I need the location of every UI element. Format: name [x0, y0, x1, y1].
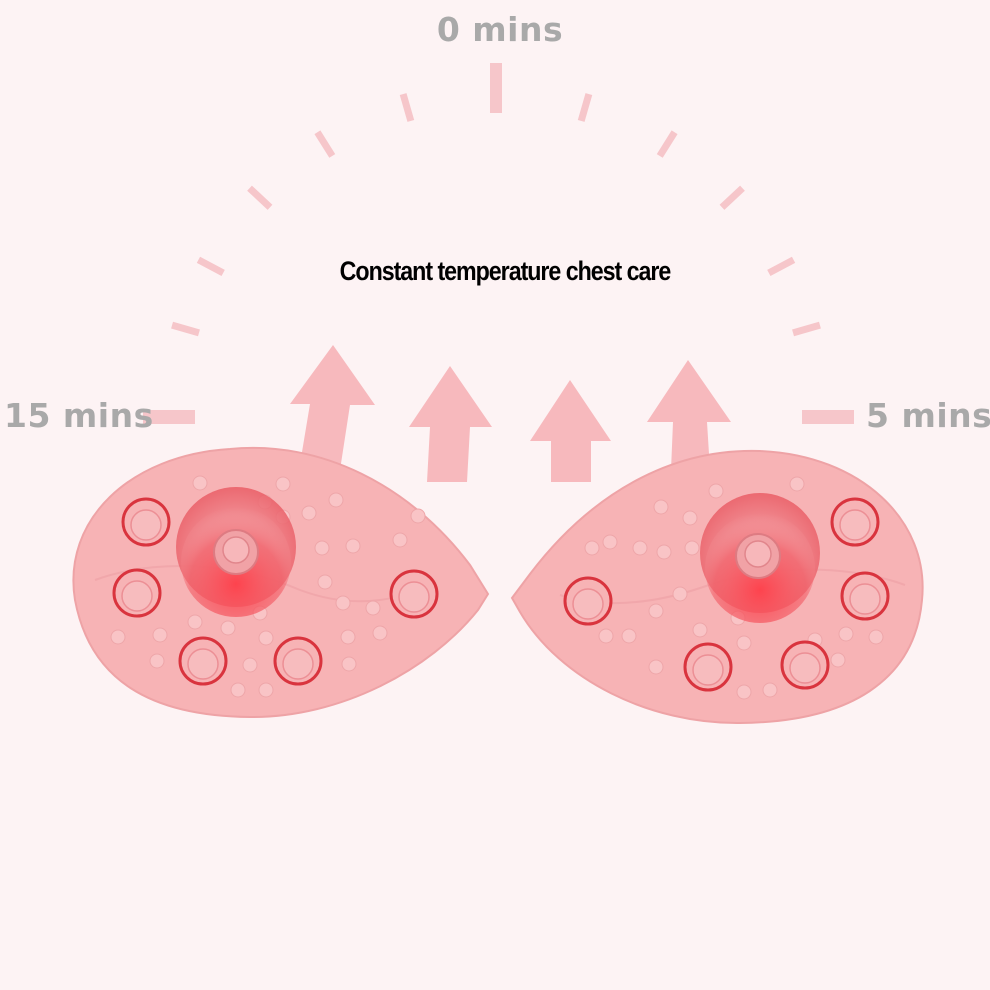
- timer-label-0-mins: 0 mins: [436, 10, 564, 49]
- dial-tick: [577, 93, 593, 122]
- texture-dot: [672, 586, 688, 602]
- texture-dot: [762, 682, 778, 698]
- texture-dot: [365, 600, 381, 616]
- dial-tick: [792, 321, 821, 337]
- heat-arrow-icon: [530, 380, 611, 482]
- texture-dot: [838, 626, 854, 642]
- dial-tick: [247, 185, 273, 210]
- texture-dot: [192, 475, 208, 491]
- texture-dot: [242, 657, 258, 673]
- dial-tick: [767, 256, 796, 277]
- texture-dot: [149, 653, 165, 669]
- texture-dot: [584, 540, 600, 556]
- texture-dot: [736, 684, 752, 700]
- heat-arrows: [290, 345, 731, 482]
- dial-tick: [314, 130, 336, 158]
- dial-tick: [802, 410, 854, 424]
- texture-dot: [314, 540, 330, 556]
- texture-dot: [621, 628, 637, 644]
- texture-dot: [653, 499, 669, 515]
- timer-label-15-mins: 15 mins: [4, 396, 154, 435]
- heat-arrow-icon: [290, 345, 375, 470]
- dial-tick: [719, 185, 745, 210]
- texture-dot: [736, 635, 752, 651]
- texture-dot: [684, 540, 700, 556]
- texture-dot: [230, 682, 246, 698]
- texture-dot: [340, 629, 356, 645]
- headline: Constant temperature chest care: [339, 256, 672, 286]
- texture-dot: [372, 625, 388, 641]
- texture-dot: [392, 532, 408, 548]
- texture-dot: [328, 492, 344, 508]
- heat-arrow-icon: [647, 360, 731, 470]
- heat-arrow-icon: [409, 366, 492, 482]
- right-massage-pad: [510, 449, 924, 725]
- timer-label-5-mins: 5 mins: [866, 396, 990, 435]
- texture-dot: [648, 603, 664, 619]
- dial-tick: [399, 93, 415, 122]
- texture-dot: [335, 595, 351, 611]
- texture-dot: [410, 508, 426, 524]
- texture-dot: [258, 682, 274, 698]
- texture-dot: [830, 652, 846, 668]
- texture-dot: [317, 574, 333, 590]
- texture-dot: [648, 659, 664, 675]
- dial-tick: [143, 410, 195, 424]
- texture-dot: [345, 538, 361, 554]
- texture-dot: [152, 627, 168, 643]
- texture-dot: [301, 505, 317, 521]
- texture-dot: [656, 544, 672, 560]
- texture-dot: [598, 628, 614, 644]
- texture-dot: [708, 483, 724, 499]
- texture-dot: [110, 629, 126, 645]
- dial-tick: [171, 321, 200, 337]
- texture-dot: [341, 656, 357, 672]
- dial-tick: [196, 256, 225, 277]
- texture-dot: [258, 630, 274, 646]
- texture-dot: [868, 629, 884, 645]
- texture-dot: [602, 534, 618, 550]
- texture-dot: [187, 614, 203, 630]
- texture-dot: [220, 620, 236, 636]
- texture-dot: [682, 510, 698, 526]
- texture-dot: [632, 540, 648, 556]
- left-massage-pad: [72, 446, 490, 719]
- timer-dial-ticks: [143, 63, 854, 424]
- texture-dot: [275, 476, 291, 492]
- texture-dot: [789, 476, 805, 492]
- dial-tick: [656, 130, 678, 158]
- texture-dot: [692, 622, 708, 638]
